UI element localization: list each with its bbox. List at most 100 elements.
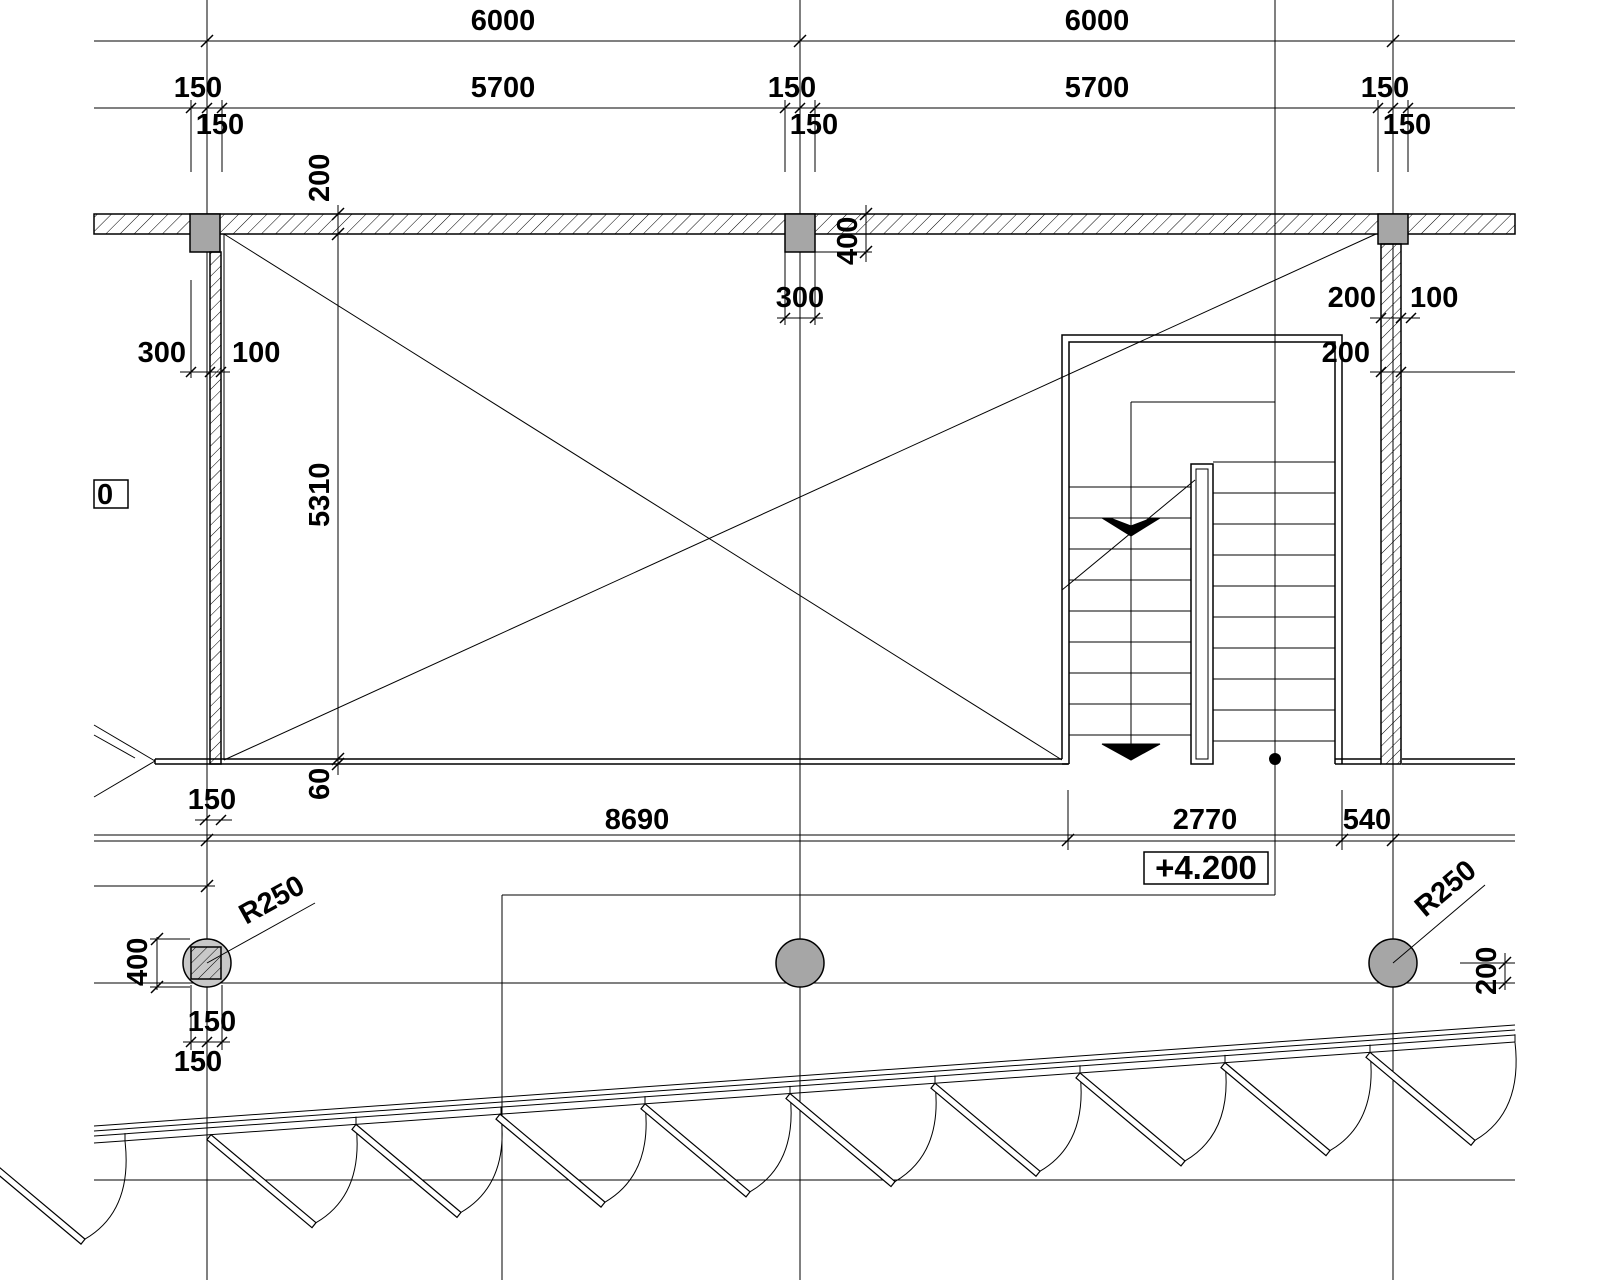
opening-diagonal-2 <box>223 233 1377 761</box>
door-swing-arc <box>460 1114 503 1213</box>
dim-left-offset: 150 <box>188 784 236 816</box>
dim-tick <box>331 752 345 766</box>
radius-label-left: R250 <box>234 870 310 932</box>
dim-bay-1: 6000 <box>471 5 536 37</box>
dim-tick <box>199 814 211 826</box>
dim-tick <box>1405 312 1417 324</box>
stair-inner-wall <box>1068 341 1336 764</box>
dim-tick <box>200 833 214 847</box>
dim-tick <box>1386 833 1400 847</box>
dim-tick <box>216 102 228 114</box>
door-leaf <box>206 1133 317 1229</box>
facade-line-3 <box>93 1034 1516 1137</box>
level-tag-text: +4.200 <box>1155 849 1257 886</box>
door-swing-arc <box>1039 1073 1082 1172</box>
dim-tick <box>1402 102 1414 114</box>
door-leaf <box>351 1123 462 1219</box>
opening-diagonal-1 <box>223 233 1063 761</box>
dim-col-width: 300 <box>776 282 824 314</box>
dim-tick <box>1375 312 1387 324</box>
column-b-top <box>784 213 816 253</box>
dim-left-wall-offset: 300 <box>138 337 186 369</box>
stair-arrow-down-icon <box>1101 743 1161 761</box>
dim-col-offset-a: 150 <box>188 1006 236 1038</box>
dim-right-wall-thk: 100 <box>1410 282 1458 314</box>
door-swing-line <box>93 760 156 798</box>
dim-tick <box>1387 102 1399 114</box>
dim-tick <box>185 1036 197 1048</box>
dim-clear-2: 5700 <box>1065 72 1130 104</box>
radius-leader-right <box>1392 884 1486 964</box>
level-point-marker <box>1269 753 1281 765</box>
dim-tick <box>793 34 807 48</box>
stair-arrow-up-icon <box>1100 517 1162 537</box>
dim-bay-2: 6000 <box>1065 5 1130 37</box>
dim-tick <box>859 245 873 259</box>
door-leaf <box>1075 1072 1186 1167</box>
left-wall <box>209 251 222 765</box>
room-opening: 0 <box>93 233 1515 798</box>
door-swing-arc <box>749 1093 792 1193</box>
door-leaf <box>0 1167 86 1245</box>
dim-tick <box>1335 833 1349 847</box>
door-swing-arc <box>894 1083 937 1182</box>
door-leaf <box>495 1113 606 1208</box>
facade-line-4 <box>93 1041 1516 1144</box>
dim-tick <box>794 102 806 114</box>
right-wall <box>1380 243 1402 765</box>
top-dimension-chains: 6000 6000 5700 5700 150 150 150 150 150 … <box>94 5 1515 172</box>
dim-left-wall-thk: 100 <box>232 337 280 369</box>
door-swing-arc <box>1474 1042 1517 1141</box>
dim-tick <box>809 102 821 114</box>
dim-tick <box>216 1036 228 1048</box>
radius-label-right: R250 <box>1409 854 1483 923</box>
door-leaf <box>930 1082 1041 1178</box>
door-swing-arc <box>1184 1062 1227 1162</box>
dim-tick <box>1498 956 1512 970</box>
dim-tick <box>215 814 227 826</box>
dim-tick <box>150 932 164 946</box>
round-columns: R250 R250 400 200 150 150 <box>94 854 1515 1078</box>
bottom-dimension-chain: 150 8690 2770 540 +4.200 <box>94 784 1515 886</box>
dim-right-offset: 200 <box>1471 947 1503 995</box>
door-swing-arc <box>1329 1052 1372 1152</box>
dim-clear-1: 5700 <box>471 72 536 104</box>
dim-col-a-right: 150 <box>196 109 244 141</box>
round-column-b <box>775 938 825 988</box>
dim-floor-bottom: 60 <box>304 768 336 800</box>
dim-tick <box>779 312 791 324</box>
dim-right-span: 540 <box>1343 804 1391 836</box>
door-swing-line <box>93 724 156 762</box>
dim-tick <box>200 879 214 893</box>
dim-tick <box>215 366 227 378</box>
dim-col-c-right: 150 <box>1383 109 1431 141</box>
dim-tick <box>201 102 213 114</box>
staircase <box>1061 334 1381 765</box>
dim-tick <box>1498 976 1512 990</box>
door-swing-arc <box>84 1141 127 1240</box>
dim-tick <box>779 102 791 114</box>
radius-leader-left <box>206 902 316 964</box>
dim-tick <box>809 312 821 324</box>
dim-tick <box>185 102 197 114</box>
stair-newel-inner <box>1195 468 1209 760</box>
tag-box-partial <box>93 479 129 509</box>
dim-col-b-left: 150 <box>768 72 816 104</box>
dim-tick <box>1375 366 1387 378</box>
dim-tick <box>331 757 345 771</box>
facade-line-2 <box>93 1029 1516 1132</box>
level-tag-box <box>1143 851 1269 885</box>
dim-tick <box>331 227 345 241</box>
dim-tick <box>200 34 214 48</box>
stair-newel-outer <box>1190 463 1214 765</box>
dim-left-depth: 400 <box>122 938 154 986</box>
dim-tick <box>1061 833 1075 847</box>
dim-col-c-left: 150 <box>1361 72 1409 104</box>
dim-tick <box>201 1036 213 1048</box>
dim-tick <box>859 207 873 221</box>
door-swing-arc <box>604 1104 647 1203</box>
column-c-top <box>1377 213 1409 245</box>
tag-text-partial: 0 <box>97 479 113 511</box>
stair-treads <box>1069 461 1335 742</box>
